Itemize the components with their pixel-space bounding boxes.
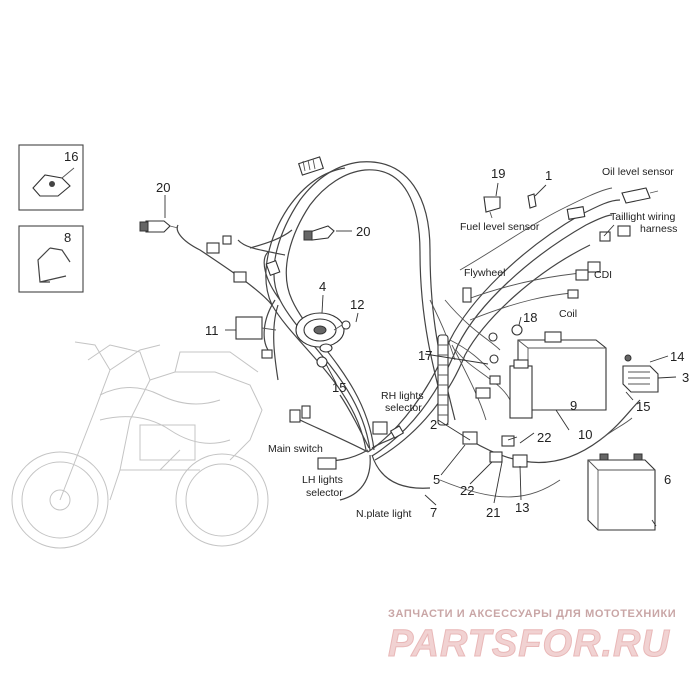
part-number-21: 21 bbox=[486, 505, 500, 520]
label-taillight-line1: Taillight wiring bbox=[610, 211, 676, 223]
part-drawings bbox=[139, 156, 659, 531]
part-number-5: 5 bbox=[433, 472, 440, 487]
label-oil-level-sensor: Oil level sensor bbox=[602, 166, 674, 178]
part-number-16: 16 bbox=[64, 149, 78, 164]
label-coil: Coil bbox=[559, 308, 577, 320]
label-flywheel: Flywheel bbox=[464, 267, 505, 279]
part-number-1: 1 bbox=[545, 168, 552, 183]
label-lh-lights-line1: LH lights bbox=[302, 474, 343, 486]
part-number-10: 10 bbox=[578, 427, 592, 442]
part-number-3: 3 bbox=[682, 370, 689, 385]
inset-part-8 bbox=[18, 225, 84, 293]
part-number-8: 8 bbox=[64, 230, 71, 245]
label-nplate-light: N.plate light bbox=[356, 508, 412, 520]
part-number-6: 6 bbox=[664, 472, 671, 487]
part-number-22-right: 22 bbox=[537, 430, 551, 445]
part-number-20-right: 20 bbox=[356, 224, 370, 239]
part-number-22-bottom: 22 bbox=[460, 483, 474, 498]
part-number-18: 18 bbox=[523, 310, 537, 325]
part-number-15-right: 15 bbox=[636, 399, 650, 414]
part-number-19: 19 bbox=[491, 166, 505, 181]
part-number-7: 7 bbox=[430, 505, 437, 520]
part-number-4: 4 bbox=[319, 279, 326, 294]
scooter-outline bbox=[11, 341, 269, 549]
inset-part-16 bbox=[18, 144, 84, 211]
label-fuel-level-sensor: Fuel level sensor bbox=[460, 221, 540, 233]
part-number-12: 12 bbox=[350, 297, 364, 312]
label-taillight-line2: harness bbox=[640, 223, 677, 235]
watermark-tagline: ЗАПЧАСТИ И АКСЕССУАРЫ ДЛЯ МОТОТЕХНИКИ bbox=[388, 608, 676, 620]
label-lh-lights-line2: selector bbox=[306, 487, 343, 499]
part-number-9: 9 bbox=[570, 398, 577, 413]
watermark-logo: PARTSFOR.RU bbox=[388, 623, 670, 665]
part-number-11: 11 bbox=[205, 323, 219, 338]
label-rh-lights-line1: RH lights bbox=[381, 390, 424, 402]
part-number-20-left: 20 bbox=[156, 180, 170, 195]
label-cdi: CDI bbox=[594, 269, 612, 281]
part-number-13: 13 bbox=[515, 500, 529, 515]
label-rh-lights-line2: selector bbox=[385, 402, 422, 414]
leader-lines bbox=[164, 182, 677, 527]
part-number-2: 2 bbox=[430, 417, 437, 432]
label-main-switch: Main switch bbox=[268, 443, 323, 455]
part-number-14: 14 bbox=[670, 349, 684, 364]
part-number-17: 17 bbox=[418, 348, 432, 363]
part-number-15-left: 15 bbox=[332, 380, 346, 395]
